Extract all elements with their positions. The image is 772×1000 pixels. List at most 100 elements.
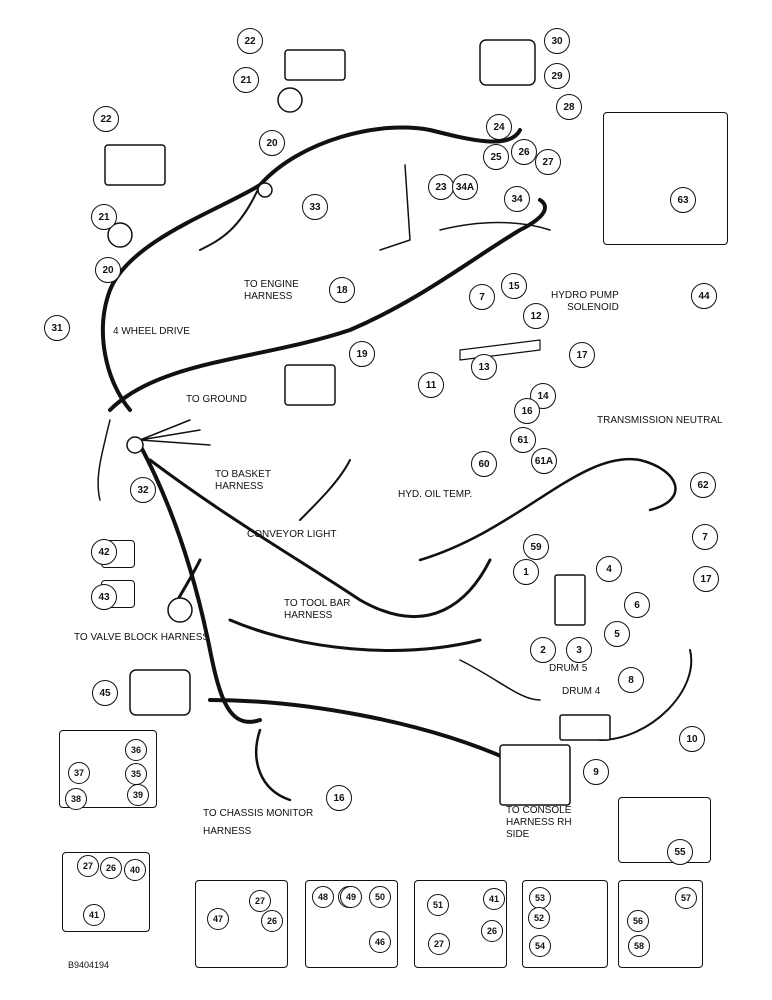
callout-21: 21 — [233, 67, 259, 93]
callout-1: 1 — [513, 559, 539, 585]
callout-50: 50 — [369, 886, 391, 908]
callout-4: 4 — [596, 556, 622, 582]
callout-27: 27 — [535, 149, 561, 175]
callout-34: 34 — [504, 186, 530, 212]
callout-7: 7 — [692, 524, 718, 550]
detail-box-55 — [618, 797, 711, 863]
label-to-valve-block-harness: TO VALVE BLOCK HARNESS — [74, 632, 210, 643]
callout-22: 22 — [237, 28, 263, 54]
bracket-12 — [459, 339, 541, 361]
callout-21: 21 — [91, 204, 117, 230]
lamp-21-left — [107, 222, 133, 248]
callout-55: 55 — [667, 839, 693, 865]
callout-31: 31 — [44, 315, 70, 341]
figure-code: B9404194 — [68, 960, 110, 970]
lamp-45 — [129, 669, 191, 716]
label-to-chassis-monitor-harness: TO CHASSIS MONITOR HARNESS — [203, 808, 314, 837]
callout-47: 47 — [207, 908, 229, 930]
label-transmission-neutral: TRANSMISSION NEUTRAL — [597, 415, 723, 426]
callout-61: 61 — [510, 427, 536, 453]
callout-5: 5 — [604, 621, 630, 647]
label-hyd-oil-temp: HYD. OIL TEMP. — [398, 489, 473, 500]
label-drum-5: DRUM 5 — [549, 663, 588, 674]
callout-27: 27 — [428, 933, 450, 955]
callout-15: 15 — [501, 273, 527, 299]
lower-harness — [208, 698, 512, 762]
callout-51: 51 — [427, 894, 449, 916]
callout-58: 58 — [628, 935, 650, 957]
callout-32: 32 — [130, 477, 156, 503]
callout-7: 7 — [469, 284, 495, 310]
callout-62: 62 — [690, 472, 716, 498]
callout-42: 42 — [91, 539, 117, 565]
callout-13: 13 — [471, 354, 497, 380]
callout-38: 38 — [65, 788, 87, 810]
callout-53: 53 — [529, 887, 551, 909]
callout-27: 27 — [249, 890, 271, 912]
label-to-console-harness: TO CONSOLE HARNESS RH SIDE — [506, 805, 572, 840]
callout-26: 26 — [100, 857, 122, 879]
callout-41: 41 — [483, 888, 505, 910]
callout-11: 11 — [418, 372, 444, 398]
ground-wires — [139, 419, 211, 446]
callout-57: 57 — [675, 887, 697, 909]
right-loop — [418, 457, 677, 562]
callout-34a: 34A — [452, 174, 478, 200]
callout-35: 35 — [125, 763, 147, 785]
callout-17: 17 — [569, 342, 595, 368]
callout-45: 45 — [92, 680, 118, 706]
label-conveyor-light: CONVEYOR LIGHT — [247, 529, 337, 540]
callout-49: 49 — [340, 886, 362, 908]
callout-41: 41 — [83, 904, 105, 926]
callout-46: 46 — [369, 931, 391, 953]
tool-bar-loop — [228, 618, 482, 652]
callout-20: 20 — [95, 257, 121, 283]
label-hydro-pump-solenoid: HYDRO PUMP SOLENOID — [551, 290, 619, 313]
main-harness-down — [138, 443, 262, 724]
callout-10: 10 — [679, 726, 705, 752]
callout-36: 36 — [125, 739, 147, 761]
chassis-branch — [255, 728, 292, 802]
conveyor-lead — [299, 459, 351, 521]
grommet-32 — [126, 436, 144, 454]
main-harness-loop — [108, 198, 547, 412]
callout-40: 40 — [124, 859, 146, 881]
callout-26: 26 — [511, 139, 537, 165]
callout-16: 16 — [514, 398, 540, 424]
callout-63: 63 — [670, 187, 696, 213]
callout-16: 16 — [326, 785, 352, 811]
relay-19 — [284, 364, 336, 406]
hydro-pump-lead — [439, 221, 551, 231]
plate-8 — [559, 714, 611, 741]
callout-6: 6 — [624, 592, 650, 618]
callout-2: 2 — [530, 637, 556, 663]
callout-48: 48 — [312, 886, 334, 908]
callout-60: 60 — [471, 451, 497, 477]
lamp-21-top — [277, 87, 303, 113]
lamp-22-top — [284, 49, 346, 81]
callout-9: 9 — [583, 759, 609, 785]
callout-17: 17 — [693, 566, 719, 592]
label-to-tool-bar-harness: TO TOOL BAR HARNESS — [284, 598, 351, 621]
sensor-23-rod — [379, 164, 411, 251]
lamp-22-left — [104, 144, 166, 186]
callout-22: 22 — [93, 106, 119, 132]
grommet-33 — [257, 182, 273, 198]
callout-52: 52 — [528, 907, 550, 929]
ground-branch-left — [97, 419, 111, 501]
callout-43: 43 — [91, 584, 117, 610]
label-drum-4: DRUM 4 — [562, 686, 601, 697]
callout-8: 8 — [618, 667, 644, 693]
callout-26: 26 — [481, 920, 503, 942]
console-connector — [499, 744, 571, 806]
callout-12: 12 — [523, 303, 549, 329]
callout-59: 59 — [523, 534, 549, 560]
drum4-loop — [599, 649, 693, 741]
callout-24: 24 — [486, 114, 512, 140]
label-to-ground: TO GROUND — [186, 394, 247, 405]
lamp-30 — [479, 39, 536, 86]
callout-3: 3 — [566, 637, 592, 663]
plate-4 — [554, 574, 586, 626]
callout-27: 27 — [77, 855, 99, 877]
callout-19: 19 — [349, 341, 375, 367]
